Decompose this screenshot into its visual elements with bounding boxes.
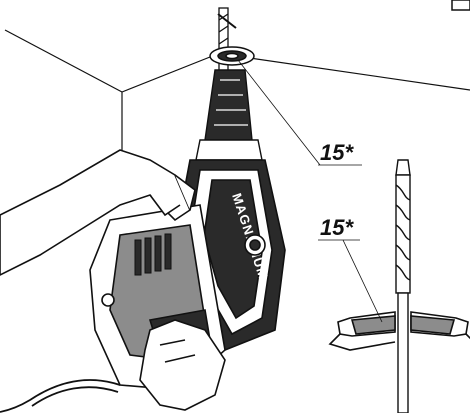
leader-line-bit xyxy=(342,239,383,323)
right-hand xyxy=(139,319,226,411)
power-cord xyxy=(0,379,121,413)
detail-drill-bit xyxy=(395,159,411,413)
page-tab xyxy=(451,0,470,11)
drill-chuck xyxy=(195,69,263,161)
callout-label-bit: 15* xyxy=(320,215,354,240)
dust-cap xyxy=(209,46,255,66)
left-hand xyxy=(0,149,196,276)
detail-dust-cap xyxy=(328,311,470,351)
leader-line-drill xyxy=(237,59,321,166)
callout-label-drill: 15* xyxy=(320,140,354,165)
drill-bit xyxy=(217,7,237,79)
ceiling-corner xyxy=(4,29,470,160)
